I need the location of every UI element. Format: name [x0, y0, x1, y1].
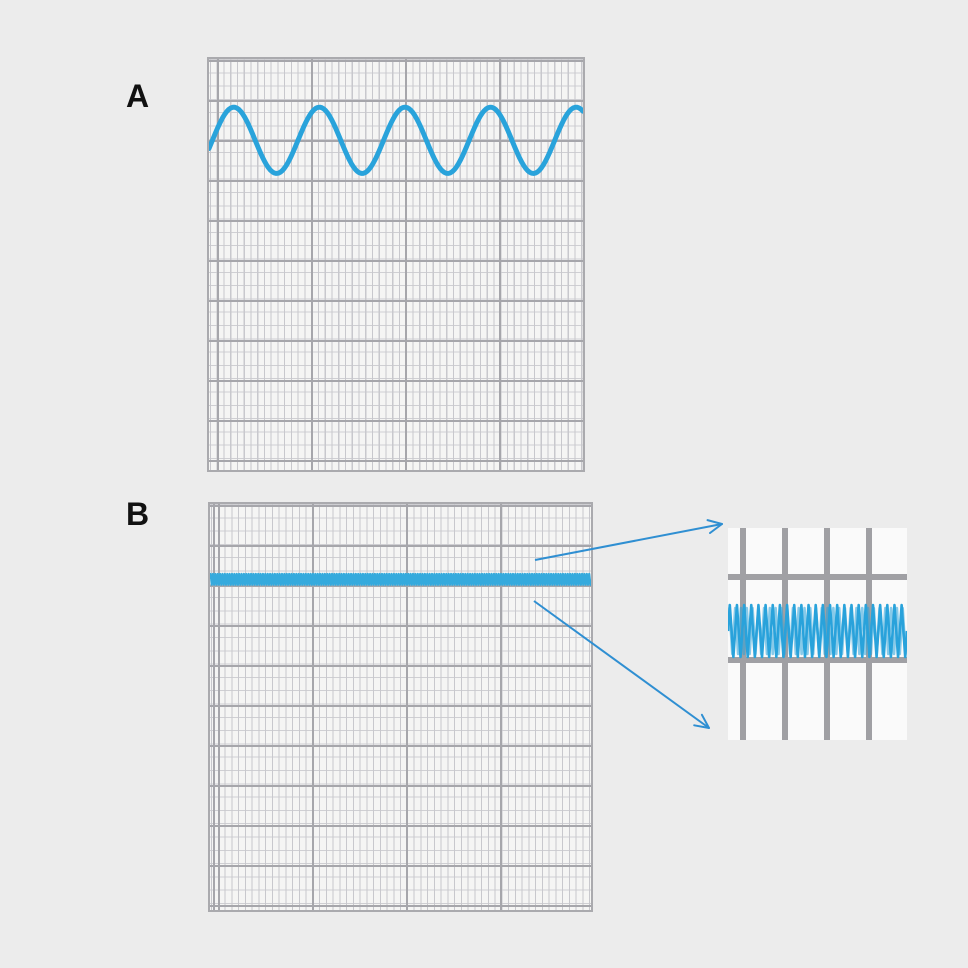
panel-a-low-frequency-sine-wave: [209, 104, 583, 176]
panel-b-label: B: [126, 496, 150, 532]
inset-horizontal-grid-bar: [728, 657, 907, 663]
arrow-head-line: [706, 519, 723, 525]
arrow-head-line: [693, 724, 710, 729]
inset-magnified-oscillation: [728, 528, 907, 740]
arrow-head-line: [700, 713, 710, 729]
arrow-head-line: [709, 523, 723, 534]
panel-a-label: A: [126, 78, 150, 114]
low-frequency-sine-path: [209, 104, 583, 176]
panel-b-graph-paper: [208, 502, 593, 912]
inset-horizontal-grid-bar: [728, 574, 907, 580]
inset-zigzag-wave: [728, 606, 907, 656]
panel-a-graph-paper: [207, 57, 585, 472]
magnified-wave-inset: [728, 528, 907, 740]
high-frequency-band-path: [210, 572, 591, 586]
panel-b-high-frequency-wave-band: [210, 572, 591, 586]
